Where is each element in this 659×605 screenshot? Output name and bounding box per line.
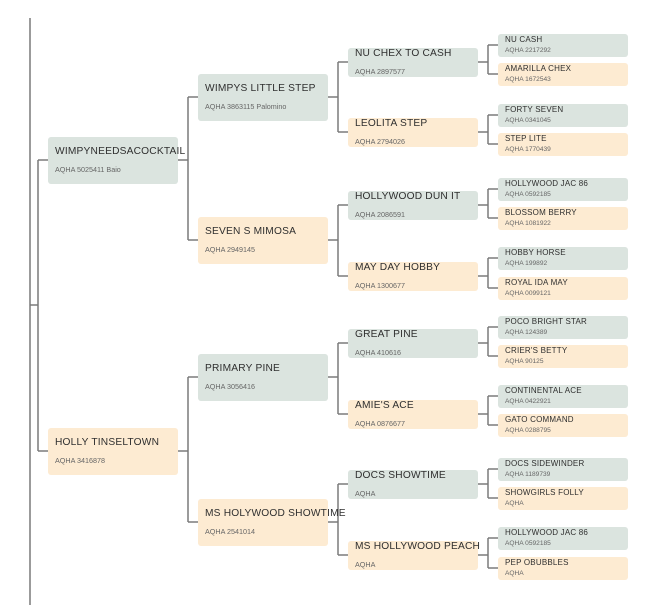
horse-name: BLOSSOM BERRY bbox=[505, 208, 577, 218]
horse-node-nu-chex-to-cash[interactable]: NU CHEX TO CASH AQHA 2897577 bbox=[348, 47, 478, 77]
horse-name: ROYAL IDA MAY bbox=[505, 278, 568, 288]
horse-node-forty-seven[interactable]: FORTY SEVEN AQHA 0341045 bbox=[498, 103, 628, 127]
horse-node-ms-hollywood-peach[interactable]: MS HOLLYWOOD PEACH AQHA bbox=[348, 540, 481, 570]
horse-name: DOCS SIDEWINDER bbox=[505, 459, 585, 469]
registration: AQHA 0592185 bbox=[505, 540, 551, 548]
horse-name: CONTINENTAL ACE bbox=[505, 386, 582, 396]
registration: AQHA 1300677 bbox=[355, 280, 405, 290]
horse-node-step-lite[interactable]: STEP LITE AQHA 1770439 bbox=[498, 132, 628, 156]
horse-name: AMARILLA CHEX bbox=[505, 64, 572, 74]
registration: AQHA 3056416 bbox=[205, 381, 255, 391]
registration: AQHA 3863115 Palomino bbox=[205, 101, 287, 111]
registration: AQHA 2217292 bbox=[505, 47, 551, 55]
horse-name: HOLLY TINSELTOWN bbox=[55, 437, 160, 448]
registration: AQHA 2086591 bbox=[355, 209, 405, 219]
registration: AQHA bbox=[505, 500, 524, 508]
registration: AQHA bbox=[505, 570, 524, 578]
registration: AQHA 2794026 bbox=[355, 136, 405, 146]
horse-name: SHOWGIRLS FOLLY bbox=[505, 488, 584, 498]
registration: AQHA 2897577 bbox=[355, 66, 405, 76]
registration: AQHA 1770439 bbox=[505, 146, 551, 154]
registration: AQHA 0876677 bbox=[355, 418, 405, 428]
registration: AQHA 1081922 bbox=[505, 220, 551, 228]
horse-name: NU CHEX TO CASH bbox=[355, 48, 452, 59]
registration: AQHA 3416878 bbox=[55, 455, 105, 465]
horse-node-may-day-hobby[interactable]: MAY DAY HOBBY AQHA 1300677 bbox=[348, 261, 478, 291]
horse-node-blossom-berry[interactable]: BLOSSOM BERRY AQHA 1081922 bbox=[498, 206, 628, 230]
horse-name: SEVEN S MIMOSA bbox=[205, 226, 297, 237]
horse-name: GREAT PINE bbox=[355, 329, 418, 340]
horse-name: STEP LITE bbox=[505, 134, 547, 144]
horse-node-seven-s-mimosa[interactable]: SEVEN S MIMOSA AQHA 2949145 bbox=[198, 216, 328, 264]
horse-node-docs-showtime[interactable]: DOCS SHOWTIME AQHA bbox=[348, 469, 478, 499]
registration: AQHA 410616 bbox=[355, 347, 401, 357]
horse-name: MS HOLYWOOD SHOWTIME bbox=[205, 508, 346, 519]
registration: AQHA 2541014 bbox=[205, 526, 255, 536]
horse-name: AMIE'S ACE bbox=[355, 400, 414, 411]
horse-node-docs-sidewinder[interactable]: DOCS SIDEWINDER AQHA 1189739 bbox=[498, 457, 628, 481]
registration: AQHA bbox=[355, 559, 376, 569]
horse-name: POCO BRIGHT STAR bbox=[505, 317, 588, 327]
horse-name: MAY DAY HOBBY bbox=[355, 262, 441, 273]
horse-node-primary-pine[interactable]: PRIMARY PINE AQHA 3056416 bbox=[198, 353, 328, 401]
horse-name: CRIER'S BETTY bbox=[505, 346, 568, 356]
horse-node-ms-holywood-showtime[interactable]: MS HOLYWOOD SHOWTIME AQHA 2541014 bbox=[198, 498, 346, 546]
horse-node-amie-s-ace[interactable]: AMIE'S ACE AQHA 0876677 bbox=[348, 399, 478, 429]
registration: AQHA 1672543 bbox=[505, 76, 551, 84]
horse-node-hobby-horse[interactable]: HOBBY HORSE AQHA 199892 bbox=[498, 246, 628, 270]
horse-node-amarilla-chex[interactable]: AMARILLA CHEX AQHA 1672543 bbox=[498, 62, 628, 86]
horse-node-wimpyneedsacocktail[interactable]: WIMPYNEEDSACOCKTAIL AQHA 5025411 Baio bbox=[48, 136, 186, 184]
registration: AQHA 1189739 bbox=[505, 471, 551, 479]
horse-node-wimpys-little-step[interactable]: WIMPYS LITTLE STEP AQHA 3863115 Palomino bbox=[198, 73, 328, 121]
registration: AQHA 0422921 bbox=[505, 398, 551, 406]
horse-node-leolita-step[interactable]: LEOLITA STEP AQHA 2794026 bbox=[348, 117, 478, 147]
horse-node-poco-bright-star[interactable]: POCO BRIGHT STAR AQHA 124389 bbox=[498, 315, 628, 339]
horse-name: WIMPYNEEDSACOCKTAIL bbox=[55, 146, 186, 157]
registration: AQHA 199892 bbox=[505, 260, 548, 268]
registration: AQHA 124389 bbox=[505, 329, 548, 337]
horse-node-royal-ida-may[interactable]: ROYAL IDA MAY AQHA 0099121 bbox=[498, 276, 628, 300]
horse-node-continental-ace[interactable]: CONTINENTAL ACE AQHA 0422921 bbox=[498, 384, 628, 408]
horse-name: WIMPYS LITTLE STEP bbox=[205, 83, 316, 94]
horse-name: HOLLYWOOD JAC 86 bbox=[505, 179, 589, 189]
horse-node-great-pine[interactable]: GREAT PINE AQHA 410616 bbox=[348, 328, 478, 358]
horse-name: FORTY SEVEN bbox=[505, 105, 564, 115]
registration: AQHA 0341045 bbox=[505, 117, 551, 125]
horse-name: PRIMARY PINE bbox=[205, 363, 281, 374]
registration: AQHA 0099121 bbox=[505, 290, 551, 298]
registration: AQHA 5025411 Baio bbox=[55, 164, 121, 174]
horse-node-hollywood-jac-86[interactable]: HOLLYWOOD JAC 86 AQHA 0592185 bbox=[498, 526, 628, 550]
horse-name: HOLLYWOOD JAC 86 bbox=[505, 528, 589, 538]
registration: AQHA 2949145 bbox=[205, 244, 255, 254]
horse-name: LEOLITA STEP bbox=[355, 118, 428, 129]
registration: AQHA 0592185 bbox=[505, 191, 551, 199]
registration: AQHA bbox=[355, 488, 376, 498]
horse-name: NU CASH bbox=[505, 35, 543, 45]
horse-name: PEP OBUBBLES bbox=[505, 558, 569, 568]
horse-node-pep-obubbles[interactable]: PEP OBUBBLES AQHA bbox=[498, 556, 628, 580]
registration: AQHA 0288795 bbox=[505, 427, 551, 435]
horse-name: GATO COMMAND bbox=[505, 415, 574, 425]
horse-name: MS HOLLYWOOD PEACH bbox=[355, 541, 481, 552]
registration: AQHA 90125 bbox=[505, 358, 544, 366]
horse-name: HOBBY HORSE bbox=[505, 248, 566, 258]
horse-node-nu-cash[interactable]: NU CASH AQHA 2217292 bbox=[498, 33, 628, 57]
horse-node-hollywood-jac-86[interactable]: HOLLYWOOD JAC 86 AQHA 0592185 bbox=[498, 177, 628, 201]
horse-node-showgirls-folly[interactable]: SHOWGIRLS FOLLY AQHA bbox=[498, 486, 628, 510]
horse-node-holly-tinseltown[interactable]: HOLLY TINSELTOWN AQHA 3416878 bbox=[48, 427, 178, 475]
horse-name: HOLLYWOOD DUN IT bbox=[355, 191, 461, 202]
horse-node-crier-s-betty[interactable]: CRIER'S BETTY AQHA 90125 bbox=[498, 344, 628, 368]
horse-name: DOCS SHOWTIME bbox=[355, 470, 446, 481]
horse-node-gato-command[interactable]: GATO COMMAND AQHA 0288795 bbox=[498, 413, 628, 437]
horse-node-hollywood-dun-it[interactable]: HOLLYWOOD DUN IT AQHA 2086591 bbox=[348, 190, 478, 220]
